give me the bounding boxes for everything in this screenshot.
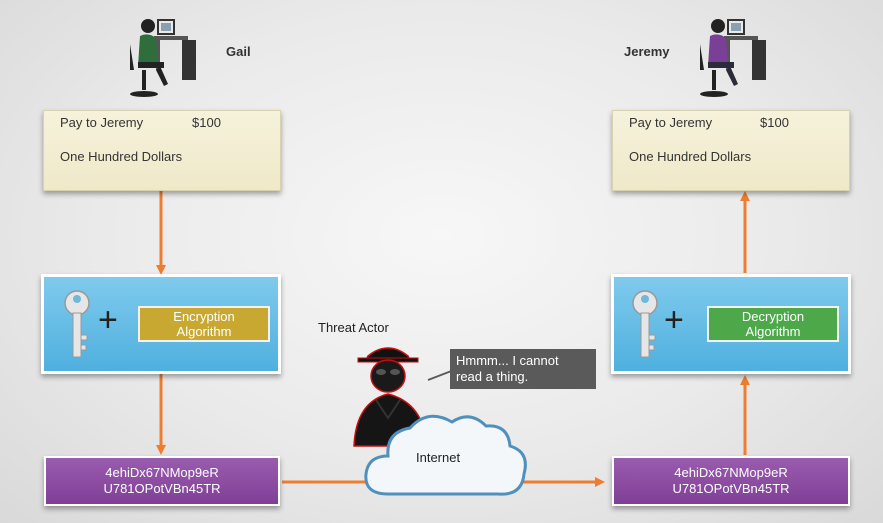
sender-name: Gail	[226, 44, 251, 59]
decryption-panel: + Decryption Algorithm	[611, 274, 851, 374]
sender-ciphertext-box: 4ehiDx67NMop9eR U781OPotVBn45TR	[44, 456, 280, 506]
encryption-panel: + Encryption Algorithm	[41, 274, 281, 374]
cloud-icon	[364, 414, 527, 496]
receiver-ciphertext-box: 4ehiDx67NMop9eR U781OPotVBn45TR	[612, 456, 850, 506]
decryption-label-line1: Decryption	[741, 309, 805, 324]
plus-icon: +	[664, 301, 684, 339]
encryption-label-line2: Algorithm	[176, 324, 232, 339]
key-icon	[64, 290, 90, 358]
speech-line1: Hmmm... I cannot	[456, 353, 559, 368]
note-amount: $100	[192, 115, 221, 130]
note-payee: Pay to Jeremy	[60, 115, 144, 130]
sender-plaintext-note: Pay to Jeremy $100 One Hundred Dollars	[43, 110, 281, 191]
internet-label: Internet	[416, 450, 461, 465]
plus-icon: +	[98, 301, 118, 339]
note-amount-words: One Hundred Dollars	[629, 149, 752, 164]
encryption-label-line1: Encryption	[173, 309, 235, 324]
note-amount: $100	[760, 115, 789, 130]
receiver-plaintext-note: Pay to Jeremy $100 One Hundred Dollars	[612, 110, 850, 191]
ciphertext-line1: 4ehiDx67NMop9eR	[105, 465, 219, 480]
speech-bubble-tail	[427, 369, 455, 381]
person-at-computer-icon	[130, 19, 196, 97]
ciphertext-line1: 4ehiDx67NMop9eR	[674, 465, 788, 480]
ciphertext-line2: U781OPotVBn45TR	[672, 481, 790, 496]
decryption-label-line2: Algorithm	[745, 324, 801, 339]
key-icon	[632, 290, 658, 358]
threat-actor-speech-bubble: Hmmm... I cannot read a thing.	[450, 349, 596, 389]
threat-actor-label: Threat Actor	[318, 320, 389, 335]
encryption-algorithm-box: Encryption Algorithm	[138, 306, 270, 342]
note-amount-words: One Hundred Dollars	[60, 149, 183, 164]
ciphertext-line2: U781OPotVBn45TR	[103, 481, 221, 496]
decryption-algorithm-box: Decryption Algorithm	[707, 306, 839, 342]
receiver-name: Jeremy	[624, 44, 670, 59]
note-payee: Pay to Jeremy	[629, 115, 713, 130]
speech-line2: read a thing.	[456, 369, 529, 384]
person-at-computer-icon	[700, 19, 766, 97]
